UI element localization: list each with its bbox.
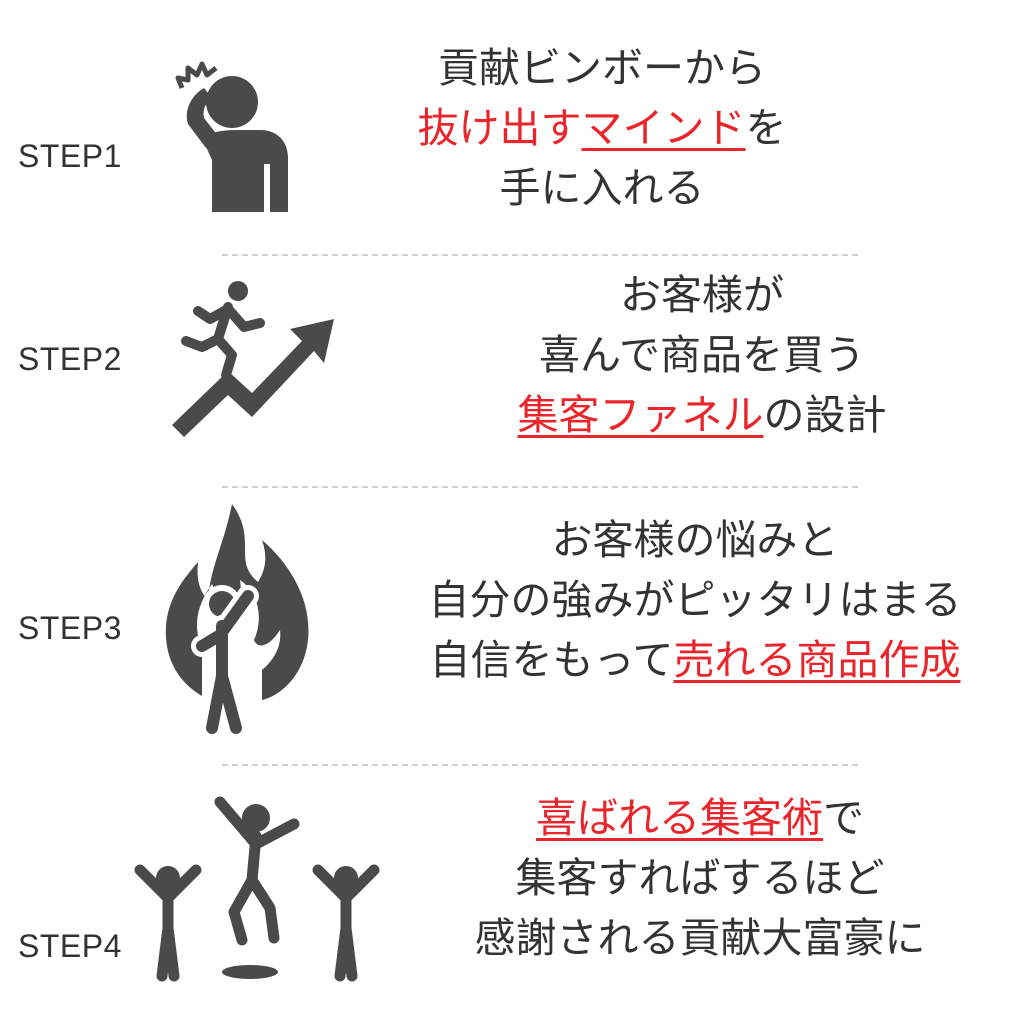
text-segment: お客様の悩みと: [551, 516, 839, 564]
text-segment: 集客すればするほど: [515, 854, 885, 902]
highlight-text: 抜け出す: [417, 104, 582, 152]
text-segment: 感謝される貢献大富豪に: [474, 914, 926, 962]
text-segment: 貢献ビンボーから: [438, 44, 766, 92]
step-3: STEP3 お客様の悩みと 自分の強みがピッタリはまる 自信をもって売れる商品作…: [0, 490, 1024, 760]
stressed-person-icon: [175, 61, 288, 212]
step-4-text: 喜ばれる集客術で 集客すればするほど 感謝される貢献大富豪に: [440, 788, 960, 968]
step-label: STEP3: [18, 610, 122, 646]
step-1: STEP1 貢献ビンボーから 抜け出すマインドを 手に入れる: [0, 0, 1024, 240]
text-segment: で: [823, 794, 864, 842]
step-2: STEP2 お客様が 喜んで商品を買う 集客ファネルの設計: [0, 255, 1024, 485]
text-segment: の設計: [763, 391, 887, 439]
underlined-highlight: マインド: [581, 104, 746, 152]
runner-growth-arrow-icon: [172, 281, 334, 437]
step-4: STEP4 喜ばれる集客術で 集客すればするほど 感謝される貢献大富豪に: [0, 770, 1024, 1024]
step-label: STEP4: [18, 928, 122, 964]
step-label: STEP2: [18, 341, 122, 377]
people-cheering-icon: [134, 796, 380, 982]
text-segment: お客様が: [620, 271, 784, 319]
divider: [222, 764, 858, 766]
underlined-highlight: 集客ファネル: [517, 391, 764, 439]
text-segment: 自信をもって: [429, 636, 674, 684]
step-1-text: 貢献ビンボーから 抜け出すマインドを 手に入れる: [400, 38, 804, 218]
underlined-highlight: 喜ばれる集客術: [536, 794, 823, 842]
step-2-text: お客様が 喜んで商品を買う 集客ファネルの設計: [480, 265, 924, 445]
divider: [222, 486, 858, 488]
text-segment: を: [745, 104, 787, 152]
underlined-highlight: 売れる商品作成: [673, 636, 961, 684]
step-3-text: お客様の悩みと 自分の強みがピッタリはまる 自信をもって売れる商品作成: [380, 510, 1010, 690]
text-segment: 自分の強みがピッタリはまる: [428, 576, 962, 624]
divider: [222, 254, 858, 256]
text-segment: 喜んで商品を買う: [539, 331, 865, 379]
step-label: STEP1: [18, 138, 122, 174]
text-segment: 手に入れる: [499, 164, 705, 212]
person-in-flame-icon: [165, 504, 309, 739]
